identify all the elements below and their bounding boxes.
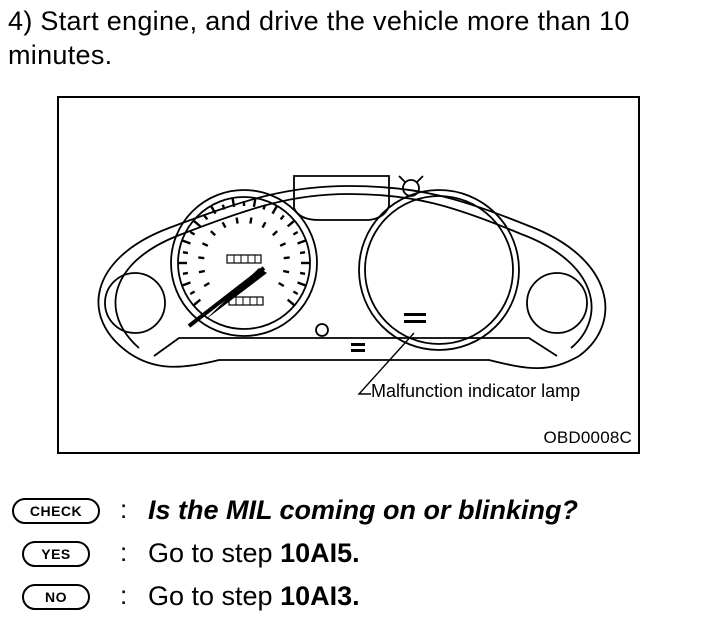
- speedometer-inner-tick: [249, 217, 253, 224]
- yes-step-link[interactable]: 10AI5.: [280, 538, 360, 568]
- speedometer-tick: [286, 298, 296, 307]
- check-separator: :: [120, 494, 128, 524]
- speedometer-tick: [192, 219, 202, 228]
- speedometer-inner-tick: [278, 281, 285, 288]
- speedometer-inner-tick: [272, 230, 279, 237]
- step-instruction: 4) Start engine, and drive the vehicle m…: [8, 6, 630, 70]
- figure-code: OBD0008C: [543, 428, 632, 447]
- speedometer-tick: [279, 214, 285, 221]
- left-side-gauge: [104, 272, 166, 334]
- speedometer-tick: [182, 251, 189, 255]
- yes-instruction: Go to step 10AI5.: [148, 535, 360, 571]
- speedometer-inner-tick: [261, 221, 267, 229]
- no-step-link[interactable]: 10AI3.: [280, 581, 360, 611]
- speedometer-tick: [271, 205, 279, 215]
- speedometer-inner-tick: [209, 230, 216, 237]
- speedometer-inner-tick: [201, 242, 209, 247]
- speedometer-tick: [189, 290, 196, 296]
- speedometer-tick: [297, 239, 307, 245]
- yes-prefix: Go to step: [148, 538, 281, 568]
- speedometer-inner-tick: [221, 221, 227, 229]
- no-separator: :: [120, 580, 128, 610]
- indicator-marks: [351, 313, 426, 352]
- yes-separator: :: [120, 537, 128, 567]
- no-prefix: Go to step: [148, 581, 281, 611]
- speedometer-tick: [189, 230, 196, 236]
- no-instruction: Go to step 10AI3.: [148, 578, 360, 614]
- no-row: NO : Go to step 10AI3.: [0, 578, 704, 618]
- speedometer-inner-tick: [282, 269, 290, 274]
- speedometer-tick: [221, 204, 226, 210]
- speedometer-tick: [297, 281, 307, 287]
- mil-callout-label: Malfunction indicator lamp: [371, 381, 581, 401]
- speedometer-tick: [203, 214, 209, 221]
- speedometer-tick: [299, 271, 306, 275]
- speedometer-tick: [299, 251, 306, 255]
- yes-row: YES : Go to step 10AI5.: [0, 535, 704, 575]
- speedometer-tick: [262, 204, 267, 210]
- speedometer-inner-tick: [279, 242, 287, 247]
- speedometer-inner-tick: [235, 217, 239, 224]
- speedometer-tick: [252, 197, 257, 208]
- no-badge: NO: [22, 584, 90, 610]
- yes-badge: YES: [22, 541, 90, 567]
- speedometer-tick: [286, 219, 296, 228]
- speedometer-inner-tick: [198, 269, 206, 274]
- speedometer-tick: [181, 281, 191, 287]
- speedometer-inner-tick: [198, 256, 205, 260]
- speedometer-tick: [182, 271, 189, 275]
- check-badge: CHECK: [12, 498, 100, 524]
- speedometer-tick: [231, 197, 236, 208]
- mil-callout-line: [357, 332, 415, 395]
- speedometer-inner-tick: [283, 256, 290, 260]
- speedometer-tick: [292, 230, 299, 236]
- warning-lamp-box: [293, 175, 390, 221]
- speedometer-needle: [187, 266, 267, 328]
- instrument-cluster-drawing: [97, 175, 607, 395]
- speedometer-ticks: [178, 197, 310, 307]
- speedometer-tick: [181, 239, 191, 245]
- check-question: Is the MIL coming on or blinking?: [148, 495, 578, 525]
- right-side-gauge: [526, 272, 588, 334]
- speedometer-tick: [292, 290, 299, 296]
- tachometer: [358, 189, 520, 351]
- speedometer-inner-tick: [203, 281, 210, 288]
- check-row: CHECK : Is the MIL coming on or blinking…: [0, 492, 704, 532]
- instrument-cluster-figure: Malfunction indicator lamp OBD0008C: [57, 96, 640, 454]
- speedometer-tick: [192, 298, 202, 307]
- speedometer: [170, 189, 318, 337]
- speedometer-tick: [209, 205, 217, 215]
